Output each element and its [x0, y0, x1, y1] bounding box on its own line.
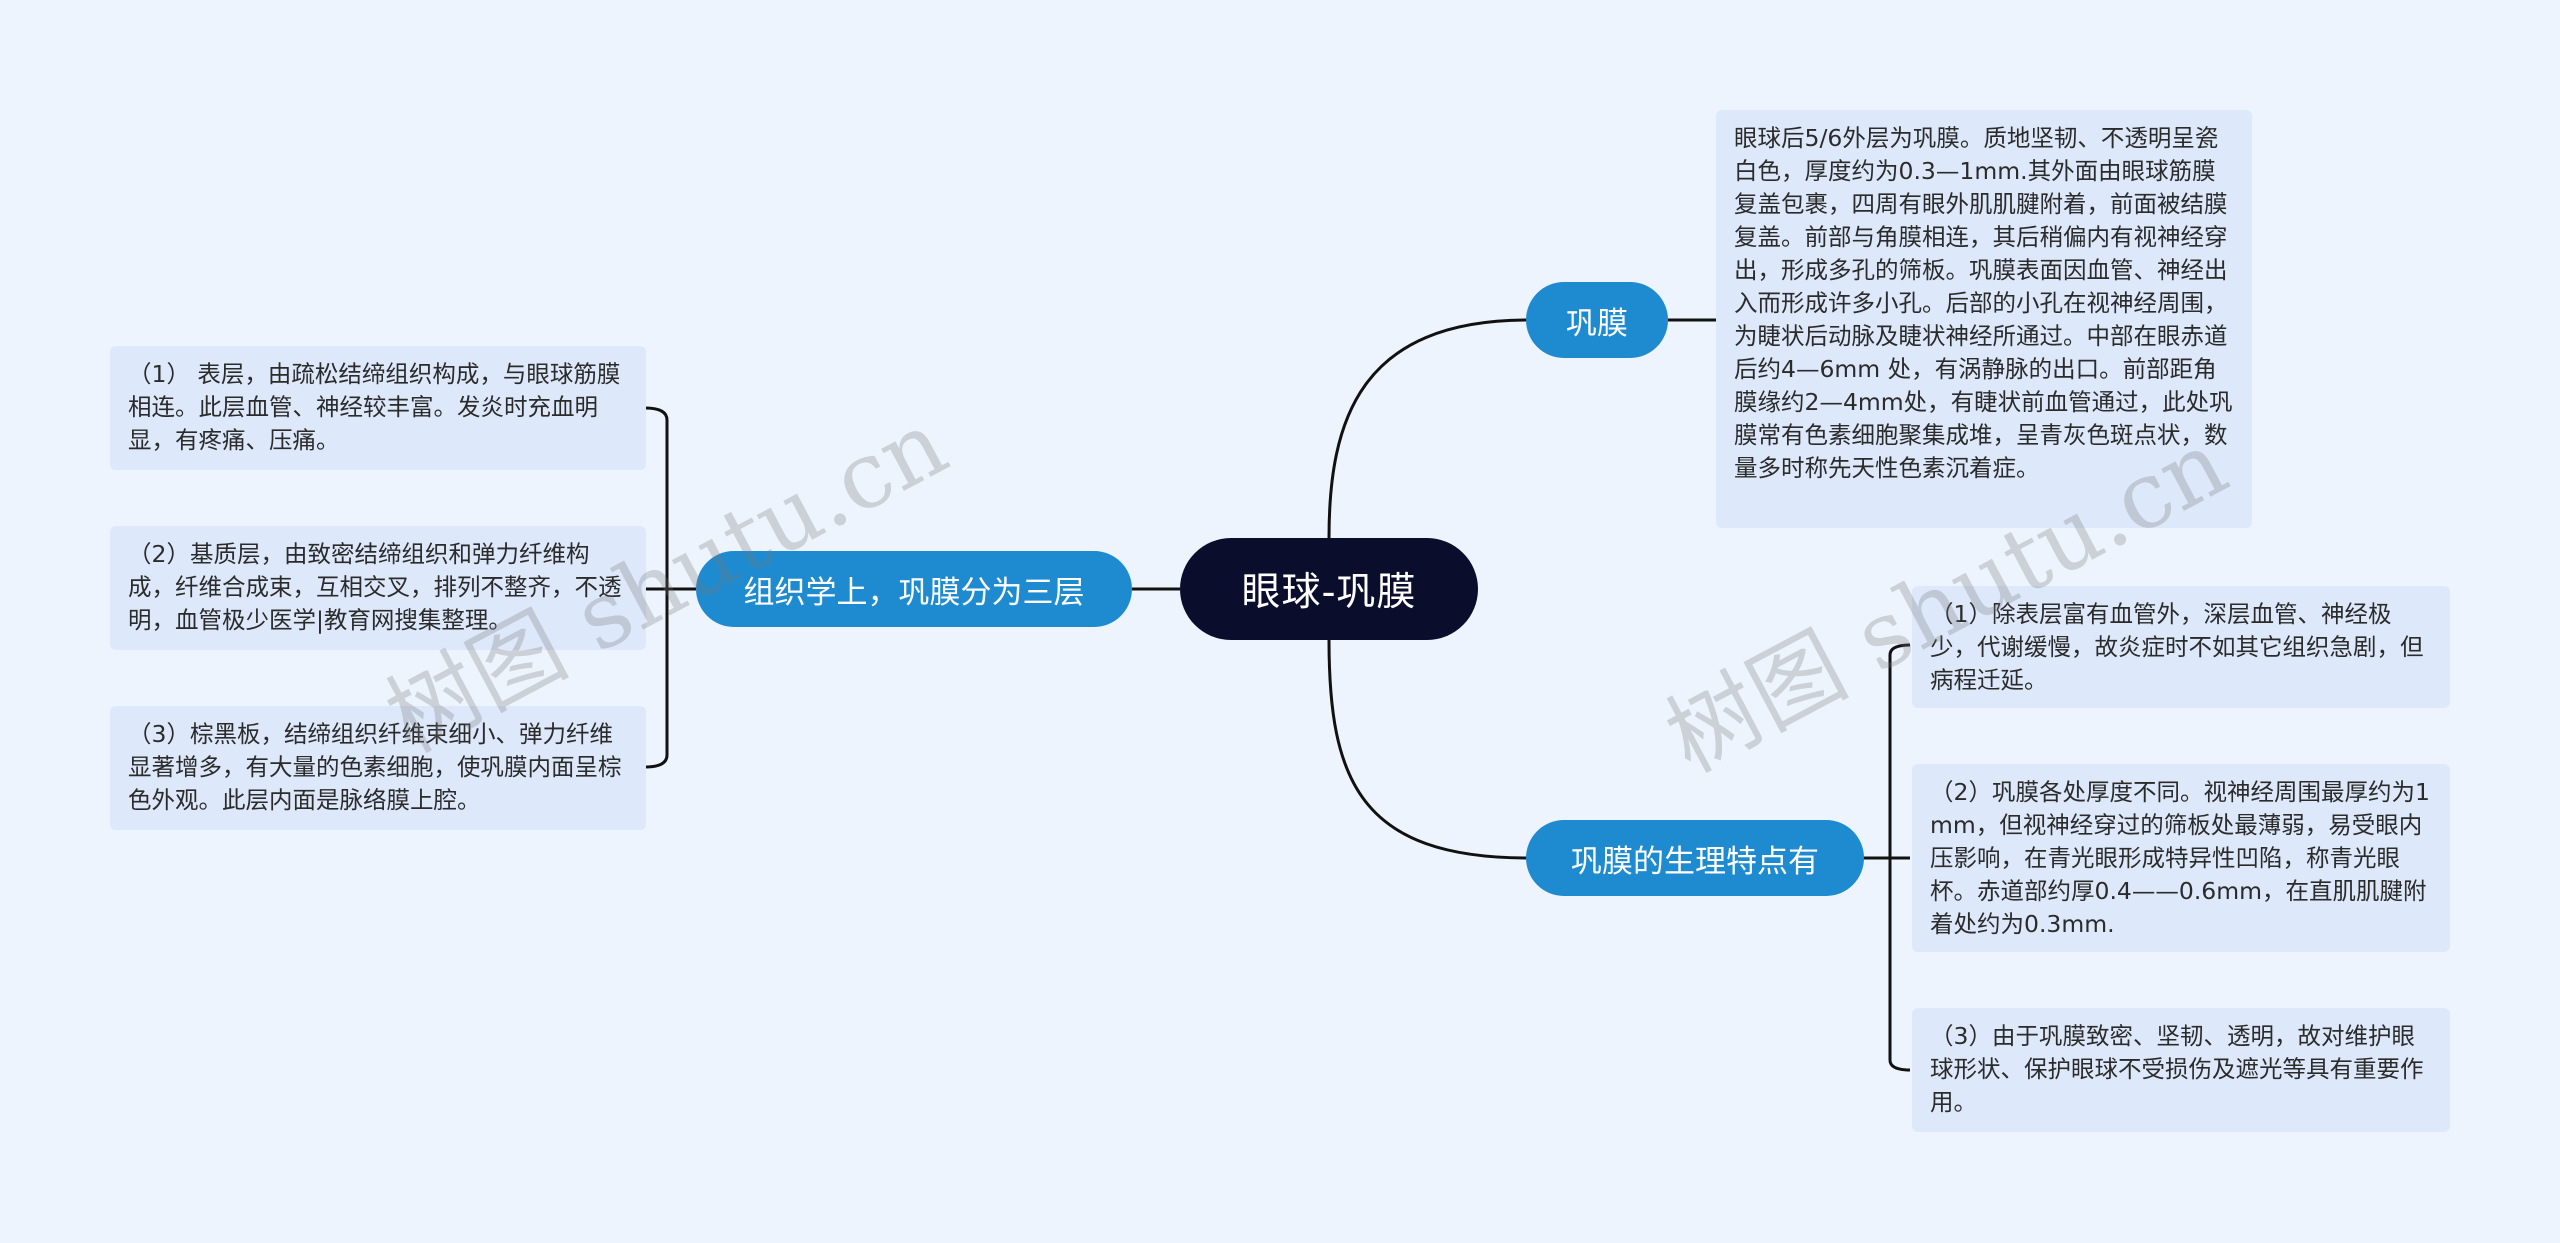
note-gongmo-description: 眼球后5/6外层为巩膜。质地坚韧、不透明呈瓷白色，厚度约为0.3—1mm.其外面…: [1716, 110, 2252, 528]
note-physiology-1: （1）除表层富有血管外，深层血管、神经极少，代谢缓慢，故炎症时不如其它组织急剧，…: [1912, 586, 2450, 708]
note-histology-1: （1） 表层，由疏松结缔组织构成，与眼球筋膜相连。此层血管、神经较丰富。发炎时充…: [110, 346, 646, 470]
central-topic[interactable]: 眼球-巩膜: [1180, 538, 1478, 640]
connector-physiology-bracket: [1863, 643, 1911, 1072]
branch-histology[interactable]: 组织学上，巩膜分为三层: [696, 551, 1132, 627]
note-physiology-2: （2）巩膜各处厚度不同。视神经周围最厚约为1mm，但视神经穿过的筛板处最薄弱，易…: [1912, 764, 2450, 952]
note-histology-2: （2）基质层，由致密结缔组织和弹力纤维构成，纤维合成束，互相交叉，排列不整齐，不…: [110, 526, 646, 650]
note-histology-3: （3）棕黑板，结缔组织纤维束细小、弹力纤维显著增多，有大量的色素细胞，使巩膜内面…: [110, 706, 646, 830]
branch-physiology[interactable]: 巩膜的生理特点有: [1526, 820, 1864, 896]
connector-central-to-physiology: [1327, 639, 1529, 860]
branch-gongmo[interactable]: 巩膜: [1526, 282, 1668, 358]
note-physiology-3: （3）由于巩膜致密、坚韧、透明，故对维护眼球形状、保护眼球不受损伤及遮光等具有重…: [1912, 1008, 2450, 1132]
connector-histology-bracket: [644, 406, 696, 769]
connector-central-to-gongmo: [1327, 318, 1529, 539]
